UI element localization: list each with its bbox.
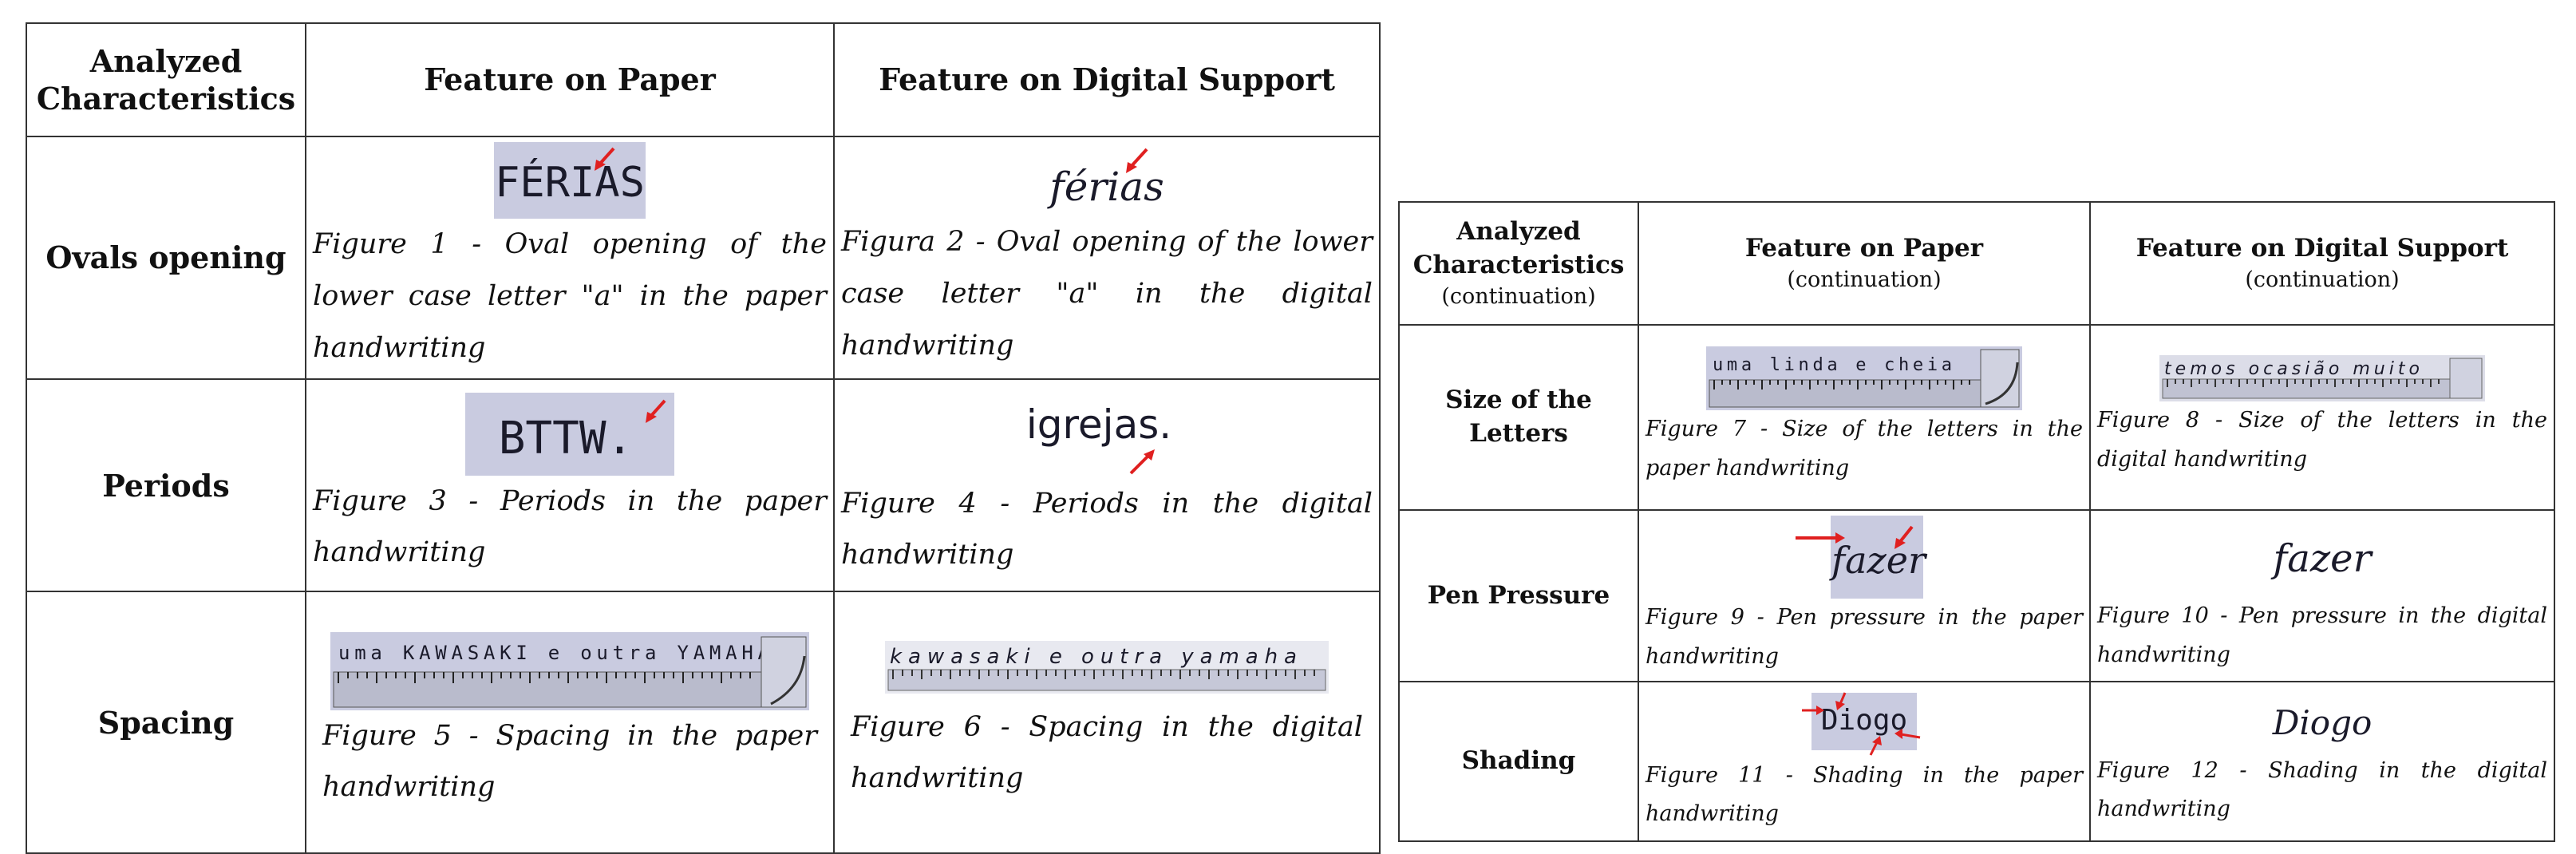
figure-3-sample: BTTW.: [499, 413, 634, 465]
figure-7-caption: Figure 7 - Size of the letters in the pa…: [1646, 417, 2083, 480]
red-arrow-icon: [1129, 449, 1155, 474]
figure-3-image: BTTW.: [465, 392, 674, 476]
row-label-spacing: Spacing: [26, 591, 306, 854]
figure-2-caption: Figura 2 - Oval opening of the lower cas…: [841, 226, 1373, 362]
digital-cell: fazer Figure 10 - Pen pressure in the di…: [2089, 508, 2555, 683]
figure-9-sample: fazer: [1829, 539, 1928, 582]
figure-8-sample: temos ocasião muito: [2164, 359, 2420, 379]
figure-10-sample: fazer: [2270, 536, 2373, 581]
header-analyzed-characteristics: Analyzed Characteristics (continuation): [1398, 201, 1639, 326]
figure-2-sample: férias: [1046, 164, 1164, 210]
characteristics-table: Analyzed Characteristics Feature on Pape…: [26, 22, 1381, 854]
header-title: Analyzed Characteristics: [1412, 216, 1625, 279]
figure-10-caption: Figure 10 - Pen pressure in the digital …: [2097, 603, 2547, 667]
ruler-icon: [887, 669, 1326, 690]
figure-3-caption: Figure 3 - Periods in the paper handwrit…: [313, 484, 827, 569]
figure-4-image: igrejas.: [1026, 401, 1171, 474]
paper-cell: BTTW. Figure 3 - Periods in the paper ha…: [305, 378, 835, 593]
ruler-icon: [1709, 349, 2020, 408]
figure-4-sample: igrejas.: [1026, 401, 1171, 448]
figure-7-sample: uma linda e cheia: [1713, 355, 1952, 375]
header-title: Feature on Digital Support: [2135, 233, 2509, 263]
digital-cell: férias Figura 2 - Oval opening of the lo…: [833, 135, 1381, 381]
header-analyzed-characteristics: Analyzed Characteristics: [26, 22, 306, 137]
red-arrow-icon: [1869, 735, 1882, 756]
figure-12-caption: Figure 12 - Shading in the digital handw…: [2097, 757, 2547, 822]
header-subtitle: (continuation): [1441, 283, 1596, 309]
digital-cell: igrejas. Figure 4 - Periods in the digit…: [833, 378, 1381, 593]
paper-cell: FÉRIAS Figure 1 - Oval opening of the lo…: [305, 135, 835, 381]
header-subtitle: (continuation): [2245, 267, 2400, 292]
figure-10-image: fazer: [2270, 536, 2373, 581]
red-arrow-icon: [1796, 532, 1845, 544]
table-row: Size of the Letters uma linda e cheia Fi…: [1398, 324, 2555, 511]
digital-cell: kawasaki e outra yamaha Figure 6 - Spaci…: [833, 591, 1381, 854]
figure-2-image: férias: [1046, 148, 1164, 210]
characteristics-continuation-table: Analyzed Characteristics (continuation) …: [1398, 201, 2555, 843]
red-arrow-icon: [1802, 705, 1824, 715]
figure-8-image: temos ocasião muito: [2159, 355, 2485, 402]
figure-5-caption: Figure 5 - Spacing in the paper handwrit…: [322, 719, 817, 804]
table-row: Pen Pressure fazer Figure 9 - Pen pressu…: [1398, 508, 2555, 683]
red-arrow-icon: [595, 147, 615, 171]
row-label-size-of-letters: Size of the Letters: [1398, 324, 1639, 511]
row-label-pen-pressure: Pen Pressure: [1398, 508, 1639, 683]
figure-5-image: uma KAWASAKI e outra YAMAHA: [330, 631, 809, 710]
digital-cell: temos ocasião muito Figure 8 - Size of t…: [2089, 324, 2555, 511]
red-arrow-icon: [1835, 692, 1847, 710]
row-label-ovals-opening: Ovals opening: [26, 135, 306, 381]
figure-6-caption: Figure 6 - Spacing in the digital handwr…: [851, 710, 1363, 795]
red-arrow-icon: [1126, 148, 1148, 173]
figure-6-image: kawasaki e outra yamaha: [885, 640, 1329, 694]
figure-11-sample: Diogo: [1821, 704, 1907, 737]
figure-1-sample: FÉRIAS: [495, 158, 645, 207]
ruler-icon: [2162, 358, 2483, 399]
red-arrow-icon: [1894, 728, 1921, 739]
row-label-shading: Shading: [1398, 681, 1639, 843]
ruler-icon: [333, 636, 807, 707]
table-row: Shading Diogo: [1398, 681, 2555, 843]
header-feature-on-digital-support: Feature on Digital Support (continuation…: [2089, 201, 2555, 326]
red-arrow-icon: [1894, 525, 1914, 549]
table-header-row: Analyzed Characteristics Feature on Pape…: [26, 22, 1381, 137]
digital-cell: Diogo Figure 12 - Shading in the digital…: [2089, 681, 2555, 843]
figure-11-caption: Figure 11 - Shading in the paper handwri…: [1646, 762, 2083, 827]
table-row: Spacing uma KAWASAKI e outra YAMAHA Figu…: [26, 591, 1381, 854]
paper-cell: uma linda e cheia Figure 7 - Size of the…: [1638, 324, 2091, 511]
figure-5-sample: uma KAWASAKI e outra YAMAHA: [338, 642, 770, 664]
figure-11-image: Diogo: [1802, 692, 1921, 756]
table-row: Periods BTTW. Figure 3 - Periods in the …: [26, 378, 1381, 593]
figure-12-image: Diogo: [2272, 703, 2373, 742]
row-label-periods: Periods: [26, 378, 306, 593]
figure-1-caption: Figure 1 - Oval opening of the lower cas…: [313, 228, 827, 364]
table-row: Ovals opening FÉRIAS Figure 1 - Oval ope…: [26, 135, 1381, 381]
table-header-row: Analyzed Characteristics (continuation) …: [1398, 201, 2555, 326]
header-feature-on-paper: Feature on Paper: [305, 22, 835, 137]
paper-cell: Diogo Figure 11 - Shading i: [1638, 681, 2091, 843]
figure-9-image: fazer: [1796, 516, 1928, 599]
header-subtitle: (continuation): [1787, 267, 1942, 292]
paper-cell: uma KAWASAKI e outra YAMAHA Figure 5 - S…: [305, 591, 835, 854]
header-feature-on-paper: Feature on Paper (continuation): [1638, 201, 2091, 326]
figure-4-caption: Figure 4 - Periods in the digital handwr…: [841, 487, 1373, 571]
header-feature-on-digital-support: Feature on Digital Support: [833, 22, 1381, 137]
red-arrow-icon: [646, 399, 666, 423]
figure-8-caption: Figure 8 - Size of the letters in the di…: [2097, 408, 2547, 472]
paper-cell: fazer Figure 9 - Pen pressure in the pap…: [1638, 508, 2091, 683]
figure-9-caption: Figure 9 - Pen pressure in the paper han…: [1646, 605, 2083, 669]
figure-12-sample: Diogo: [2272, 703, 2373, 742]
figure-1-image: FÉRIAS: [494, 142, 646, 219]
figure-7-image: uma linda e cheia: [1706, 346, 2022, 411]
header-title: Feature on Paper: [1744, 233, 1984, 263]
figure-6-sample: kawasaki e outra yamaha: [890, 645, 1297, 669]
